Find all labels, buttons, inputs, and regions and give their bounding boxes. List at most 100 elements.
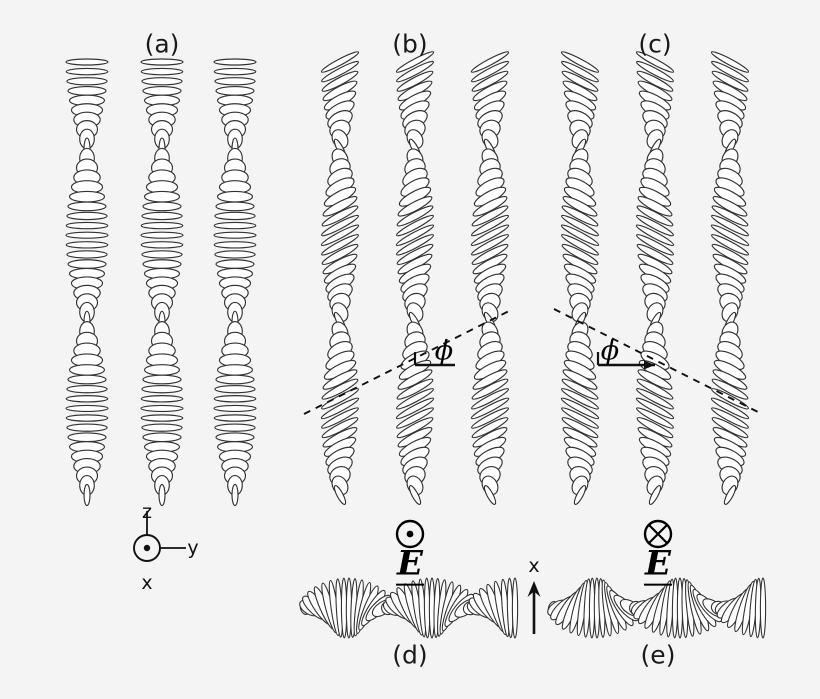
wave-disc	[65, 58, 109, 66]
wave-disc	[711, 407, 749, 429]
wave-disc	[560, 224, 600, 246]
wave-disc	[214, 250, 256, 259]
wave-disc	[396, 417, 434, 439]
wave-disc	[140, 404, 184, 412]
wave-disc	[723, 485, 737, 505]
wave-disc	[711, 234, 749, 256]
wave-disc	[140, 414, 184, 422]
panel-label-b: (b)	[392, 29, 428, 59]
wave-disc	[562, 369, 598, 390]
wave-disc	[711, 60, 749, 83]
wave-disc	[66, 77, 108, 86]
wave-disc	[158, 483, 166, 507]
x-arrow-label: x	[528, 555, 540, 577]
wave-disc	[471, 407, 509, 429]
wave-disc	[636, 378, 674, 400]
wave-disc	[470, 51, 510, 73]
wave-disc	[231, 483, 239, 507]
wave-disc	[65, 414, 109, 422]
wave-disc	[471, 417, 509, 439]
wave-disc	[216, 190, 254, 203]
wave-disc	[213, 404, 257, 412]
wave-disc	[67, 374, 107, 385]
wave-disc	[83, 483, 91, 507]
wave-disc	[213, 231, 257, 239]
wave-disc	[141, 250, 183, 259]
wave-disc	[141, 77, 183, 86]
wave-disc	[66, 384, 108, 394]
wave-disc	[65, 395, 109, 403]
wave-disc	[143, 364, 181, 376]
wave-disc	[472, 369, 508, 390]
wave-disc	[321, 70, 359, 92]
profile-disc	[511, 577, 519, 639]
wave-disc	[636, 243, 674, 265]
wave-disc	[213, 241, 257, 249]
wave-disc	[65, 67, 109, 76]
wave-disc	[471, 378, 509, 400]
wave-disc	[562, 196, 598, 217]
wave-disc	[396, 407, 434, 429]
panel-label-d: (d)	[392, 640, 428, 670]
wave-disc	[321, 407, 359, 429]
wave-disc	[215, 85, 255, 96]
wave-disc	[710, 51, 750, 73]
wave-disc	[321, 378, 359, 400]
wave-disc	[66, 423, 108, 432]
wave-disc	[320, 224, 360, 246]
angle-annotations	[303, 308, 763, 415]
wave-disc	[483, 485, 497, 505]
angle-arrowhead-c	[644, 360, 655, 370]
wave-disc	[635, 224, 675, 246]
wave-disc	[396, 70, 434, 92]
wave-disc	[395, 397, 435, 420]
phi-label-panel-c: ϕ	[600, 335, 620, 367]
wave-disc	[321, 388, 359, 410]
wave-disc	[648, 485, 662, 505]
panel-label-c: (c)	[638, 29, 672, 59]
circle-dot-center	[406, 530, 414, 538]
wave-disc	[395, 224, 435, 246]
wave-disc	[637, 196, 673, 217]
wave-disc	[711, 417, 749, 439]
wave-disc	[215, 432, 255, 443]
wave-disc	[215, 374, 255, 385]
wave-disc	[68, 364, 106, 376]
wave-disc	[471, 243, 509, 265]
wave-disc	[561, 388, 599, 410]
wave-disc	[636, 417, 674, 439]
wave-disc	[322, 369, 358, 390]
wave-disc	[560, 51, 600, 73]
wave-disc	[636, 205, 674, 227]
wave-disc	[561, 407, 599, 429]
wave-disc	[140, 395, 184, 403]
wave-disc	[65, 231, 109, 239]
wave-disc	[471, 60, 509, 83]
wave-disc	[214, 384, 256, 394]
wave-disc	[141, 384, 183, 394]
wave-disc	[65, 404, 109, 412]
x-arrow-icon	[527, 581, 541, 634]
wave-disc	[321, 417, 359, 439]
wave-disc	[636, 60, 674, 83]
wave-disc	[213, 414, 257, 422]
wave-disc	[320, 397, 360, 420]
wave-disc	[711, 243, 749, 265]
wave-disc	[143, 190, 181, 203]
wave-disc	[67, 85, 107, 96]
wave-disc	[66, 250, 108, 259]
wave-disc	[140, 221, 184, 230]
wave-disc	[68, 190, 106, 203]
wave-disc	[321, 214, 359, 237]
panel-c-wave-columns	[560, 51, 750, 505]
wave-disc	[636, 70, 674, 92]
circle-cross-stroke-1	[647, 523, 669, 545]
panel-label-a: (a)	[144, 29, 180, 59]
wave-disc	[140, 231, 184, 239]
wave-disc	[141, 423, 183, 432]
wave-disc	[561, 378, 599, 400]
x-axis-circle	[133, 534, 161, 562]
wave-disc	[213, 221, 257, 230]
wave-disc	[67, 259, 107, 269]
